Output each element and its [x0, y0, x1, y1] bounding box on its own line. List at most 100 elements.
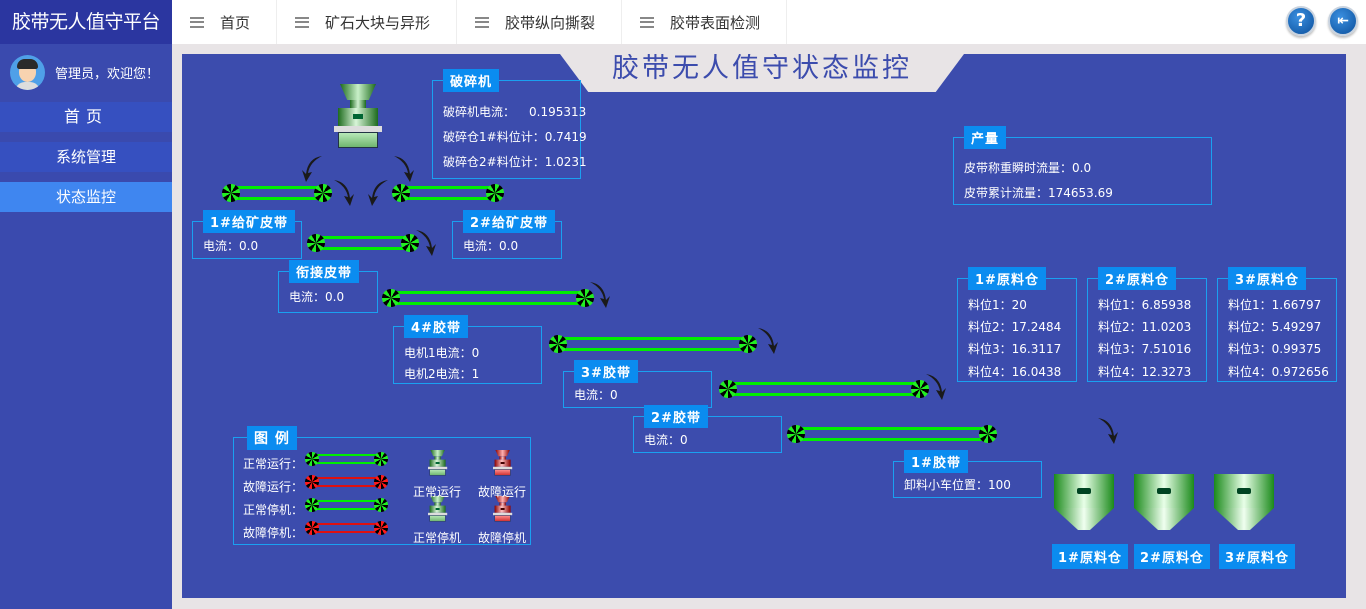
box-title: 3#胶带	[574, 360, 638, 383]
silo-2-label: 2#原料仓	[1134, 544, 1210, 569]
sidebar-item-system[interactable]: 系统管理	[0, 142, 172, 172]
row-value: 0.7419	[544, 130, 587, 144]
help-icon[interactable]: ?	[1286, 6, 1316, 36]
flow-arrow-icon	[1098, 418, 1118, 444]
total-flow: 皮带累计流量：174653.69	[964, 186, 1113, 200]
belt4-motor1: 电机1电流：0	[404, 346, 480, 360]
bin2-level4: 料位4：12.3273	[1098, 365, 1192, 379]
menu-icon	[190, 16, 204, 28]
belt1-tripper-position: 卸料小车位置：100	[904, 478, 1011, 492]
legend-belt-normal-stopped	[305, 498, 388, 512]
sidebar: 管理员，欢迎您！ 首页 系统管理 状态监控	[0, 44, 172, 609]
logout-icon[interactable]: ⇤	[1328, 6, 1358, 36]
nav-label: 胶带表面检测	[670, 13, 761, 32]
pulley-icon	[401, 234, 419, 252]
transfer-box: 衔接皮带 电流：0.0	[278, 260, 378, 313]
bin2-level2: 料位2：11.0203	[1098, 320, 1192, 334]
row-value: 0.195313	[529, 105, 587, 119]
bin3-level4: 料位4：0.972656	[1228, 365, 1329, 379]
box-title: 1#胶带	[904, 450, 968, 473]
box-title: 2#原料仓	[1098, 267, 1176, 290]
nav-label: 首页	[220, 13, 251, 32]
pulley-icon	[486, 184, 504, 202]
silo-1-label: 1#原料仓	[1052, 544, 1128, 569]
row-label: 破碎仓2#料位计：	[443, 155, 545, 169]
silo-3-icon	[1214, 474, 1274, 530]
flow-arrow-icon	[758, 328, 778, 354]
pulley-icon	[314, 184, 332, 202]
flow-arrow-icon	[368, 180, 388, 206]
box-title: 1#给矿皮带	[203, 210, 295, 233]
nav-home[interactable]: 首页	[172, 0, 278, 44]
legend-box: 图 例 正常运行： 故障运行： 正常停机： 故障停机： 正常运行 故障运行 正常…	[233, 426, 531, 545]
output-box: 产量 皮带称重瞬时流量：0.0 皮带累计流量：174653.69	[953, 126, 1212, 205]
belt-3	[549, 335, 757, 353]
pulley-icon	[979, 425, 997, 443]
belt4-motor2: 电机2电流：1	[404, 367, 480, 381]
legend-label: 正常运行：	[243, 457, 304, 471]
box-title: 3#原料仓	[1228, 267, 1306, 290]
pulley-icon	[719, 380, 737, 398]
feeder-belt-1	[222, 184, 332, 202]
belt2-box: 2#胶带 电流：0	[633, 405, 782, 453]
row-value: 1.0231	[544, 155, 587, 169]
belt3-current: 电流：0	[574, 388, 618, 402]
legend-crusher-fault-stopped-icon	[493, 496, 513, 522]
box-title: 1#原料仓	[968, 267, 1046, 290]
flow-arrow-icon	[394, 156, 414, 182]
bin1-box: 1#原料仓 料位1：20 料位2：17.2484 料位3：16.3117 料位4…	[957, 267, 1077, 382]
bin2-level1: 料位1：6.85938	[1098, 298, 1192, 312]
bin1-level4: 料位4：16.0438	[968, 365, 1062, 379]
legend-label: 故障停机：	[243, 526, 304, 540]
nav-ore-block[interactable]: 矿石大块与异形	[277, 0, 458, 44]
avatar	[10, 54, 45, 90]
belt2-current: 电流：0	[644, 433, 688, 447]
crusher-level1: 破碎仓1#料位计：0.7419	[443, 128, 587, 145]
monitor-panel: 胶带无人值守状态监控 破碎机 破碎机电流：0.195313 破碎仓1#料位计：0…	[182, 54, 1346, 598]
bin1-level3: 料位3：16.3117	[968, 342, 1062, 356]
bin1-level1: 料位1：20	[968, 298, 1027, 312]
box-title: 2#胶带	[644, 405, 708, 428]
legend-belt-fault-running	[305, 475, 388, 489]
crusher-current: 破碎机电流：0.195313	[443, 103, 586, 120]
silo-1-icon	[1054, 474, 1114, 530]
legend-label: 正常停机	[413, 531, 462, 545]
welcome-text: 管理员，欢迎您！	[55, 66, 160, 82]
belt-2	[719, 380, 929, 398]
pulley-icon	[911, 380, 929, 398]
top-bar: 胶带无人值守平台 首页 矿石大块与异形 胶带纵向撕裂 胶带表面检测 ? ⇤	[0, 0, 1366, 44]
box-title: 破碎机	[443, 69, 500, 92]
legend-belt-fault-stopped	[305, 521, 388, 535]
belt3-box: 3#胶带 电流：0	[563, 360, 712, 408]
sidebar-item-home[interactable]: 首页	[0, 102, 172, 132]
pulley-icon	[576, 289, 594, 307]
legend-crusher-normal-running-icon	[428, 450, 448, 476]
box-title: 衔接皮带	[289, 260, 360, 283]
feeder1-current: 电流：0.0	[203, 239, 259, 253]
nav-belt-tear[interactable]: 胶带纵向撕裂	[457, 0, 623, 44]
bin3-level2: 料位2：5.49297	[1228, 320, 1322, 334]
pulley-icon	[739, 335, 757, 353]
legend-label: 正常运行	[413, 485, 462, 499]
pulley-icon	[382, 289, 400, 307]
transfer-belt	[307, 234, 419, 252]
legend-label: 正常停机：	[243, 503, 304, 517]
belt4-box: 4#胶带 电机1电流：0 电机2电流：1	[393, 315, 542, 384]
instant-flow: 皮带称重瞬时流量：0.0	[964, 161, 1092, 175]
legend-belt-normal-running	[305, 452, 388, 466]
crusher-level2: 破碎仓2#料位计：1.0231	[443, 153, 587, 170]
legend-crusher-fault-running-icon	[493, 450, 513, 476]
box-title: 4#胶带	[404, 315, 468, 338]
menu-icon	[295, 16, 310, 28]
crusher-icon	[334, 84, 382, 150]
legend-crusher-normal-stopped-icon	[428, 496, 448, 522]
flow-arrow-icon	[302, 156, 322, 182]
menu-icon	[475, 16, 490, 28]
feeder-belt-2	[392, 184, 504, 202]
bin2-box: 2#原料仓 料位1：6.85938 料位2：11.0203 料位3：7.5101…	[1087, 267, 1207, 382]
sidebar-item-status[interactable]: 状态监控	[0, 182, 172, 212]
bin1-level2: 料位2：17.2484	[968, 320, 1062, 334]
nav-belt-surface[interactable]: 胶带表面检测	[622, 0, 788, 44]
belt-4	[382, 289, 594, 307]
legend-title: 图 例	[247, 426, 297, 450]
